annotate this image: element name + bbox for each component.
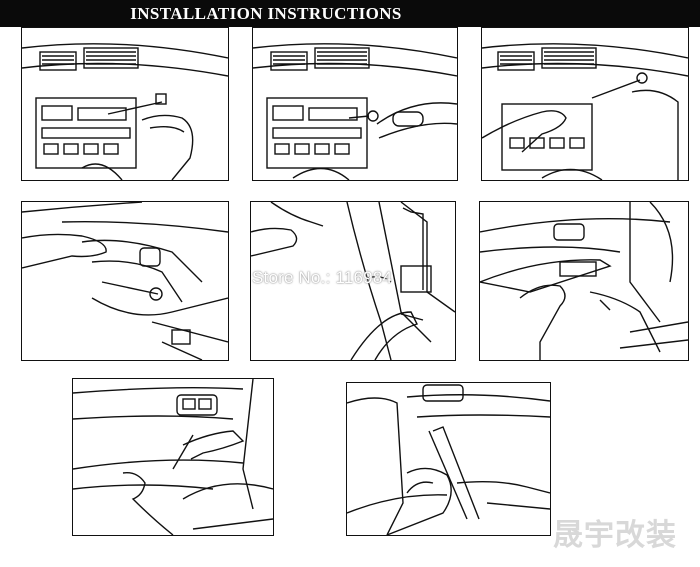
dashboard-radio-pry-illustration bbox=[253, 43, 457, 180]
window-switch-lift-illustration bbox=[480, 202, 688, 360]
step-panel-7 bbox=[72, 378, 274, 536]
door-pocket-pry-illustration bbox=[347, 384, 550, 535]
step-panel-8 bbox=[346, 382, 551, 536]
step-panel-1 bbox=[21, 27, 229, 181]
dashboard-vent-pry-illustration bbox=[22, 43, 228, 180]
store-watermark: Store No.: 116984 bbox=[252, 268, 393, 287]
step-panel-3 bbox=[481, 27, 689, 181]
step-panel-2 bbox=[252, 27, 458, 181]
dashboard-panel-lift-illustration bbox=[482, 43, 688, 180]
lower-door-trim-pry-illustration bbox=[73, 379, 273, 535]
brand-watermark: 晟宇改装 bbox=[553, 518, 677, 553]
step-panel-5 bbox=[250, 201, 456, 361]
door-handle-pry-illustration bbox=[22, 202, 228, 360]
page-title: INSTALLATION INSTRUCTIONS bbox=[130, 4, 402, 23]
step-panel-6 bbox=[479, 201, 689, 361]
door-clip-pry-illustration bbox=[251, 202, 455, 360]
step-panel-4 bbox=[21, 201, 229, 361]
title-bar: INSTALLATION INSTRUCTIONS bbox=[0, 0, 700, 27]
